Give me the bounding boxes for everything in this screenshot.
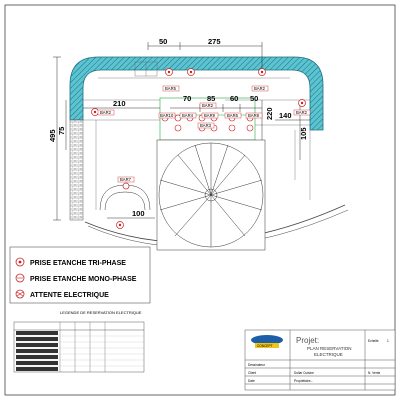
dim-100: 100	[132, 209, 145, 218]
legend: PRISE ETANCHE TRI-PHASE PRISE ETANCHE MO…	[9, 246, 151, 304]
outlet-hood	[122, 182, 130, 190]
label-bar2-right: BAR2	[296, 110, 308, 115]
plan-title-line2: ELECTRIQUE	[314, 352, 343, 357]
brick-wall	[69, 119, 84, 221]
legend-mono-phase-icon	[15, 273, 25, 283]
label-bar5: BAR5	[165, 86, 177, 91]
dim-495: 495	[48, 129, 57, 142]
project-label: Projet:	[296, 336, 319, 345]
client-label: Client	[248, 371, 256, 375]
dim-60: 60	[230, 94, 238, 103]
logo-text: CONCEPT	[257, 344, 273, 348]
label-bar2-top: BAR2	[254, 86, 266, 91]
designer-label: Dessinateur	[248, 363, 266, 367]
dim-70: 70	[183, 94, 191, 103]
outlet-bottom	[116, 221, 124, 229]
scale-value: 1	[387, 339, 389, 343]
dim-85: 85	[207, 94, 215, 103]
dim-105: 105	[299, 127, 308, 140]
outlet-top-right	[258, 68, 266, 76]
date-label: Date	[248, 379, 255, 383]
dim-210: 210	[113, 99, 126, 108]
scale-label: Echelle:	[368, 339, 379, 343]
dim-top-50: 50	[159, 37, 167, 46]
label-bar2-mid: BAR2	[202, 103, 214, 108]
label-bar9: BAR9	[204, 113, 216, 118]
outlet-labels: BAR5 BAR2 BAR2 BAR10 BAR4 BAR9 BAR6 BAR8…	[97, 85, 311, 183]
outlet-right	[298, 99, 306, 107]
dim-top-275: 275	[208, 37, 221, 46]
client-value: Dollar Cuisine	[294, 371, 314, 375]
date-value: Propriétaire...	[294, 379, 313, 383]
outlet-top-mid	[187, 68, 195, 76]
legend-tri-phase-icon	[15, 257, 25, 267]
label-bar2-left: BAR2	[100, 110, 112, 115]
legend-attente: ATTENTE ELECTRIQUE	[30, 292, 109, 299]
label-bar8: BAR8	[248, 113, 260, 118]
sheet-border	[4, 4, 396, 396]
label-bar7: BAR7	[120, 177, 132, 182]
dim-50b: 50	[250, 94, 258, 103]
label-bar4: BAR4	[182, 113, 194, 118]
spiral-staircase	[156, 139, 266, 251]
label-bar3: BAR3	[200, 123, 212, 128]
outlet-top-left	[165, 68, 173, 76]
logo: CONCEPT	[251, 335, 283, 348]
counter-lines	[83, 61, 311, 210]
table-title: LEGENDE DE RESERVATION ELECTRIQUE	[60, 310, 142, 315]
legend-mono-phase: PRISE ETANCHE MONO-PHASE	[30, 276, 137, 283]
label-bar10: BAR10	[160, 113, 174, 118]
reservation-table: LEGENDE DE RESERVATION ELECTRIQUE	[13, 310, 145, 373]
dim-75: 75	[57, 127, 66, 135]
plan-title-line1: PLAN RESERVATION	[307, 346, 352, 351]
legend-tri-phase: PRISE ETANCHE TRI-PHASE	[30, 260, 126, 267]
dim-220: 220	[265, 107, 274, 120]
outlet-left	[91, 108, 99, 116]
dim-140: 140	[279, 111, 292, 120]
ref-label: N. Vente	[368, 371, 380, 375]
label-bar6: BAR6	[227, 113, 239, 118]
legend-attente-icon	[15, 289, 25, 299]
